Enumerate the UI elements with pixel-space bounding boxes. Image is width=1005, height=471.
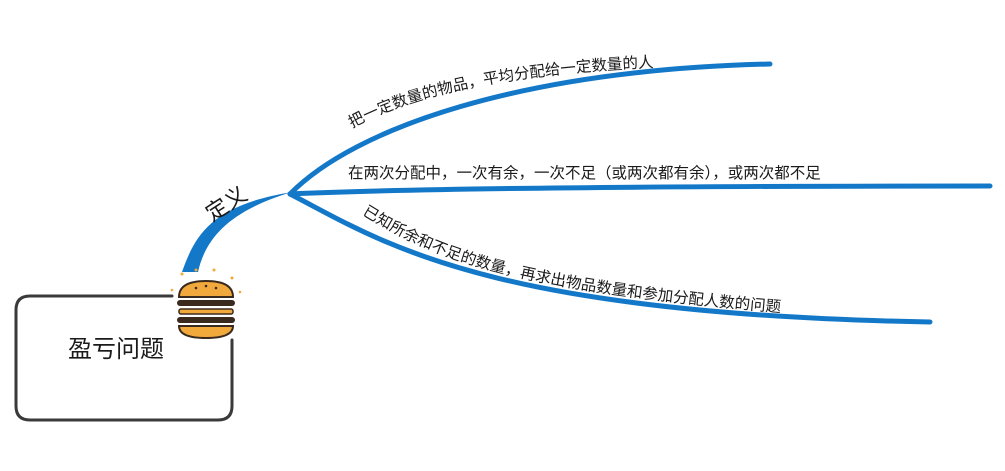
hamburger-icon [170, 268, 242, 340]
branch-to-leaf-3 [287, 191, 933, 325]
leaf-1-label: 把一定数量的物品，平均分配给一定数量的人 [346, 53, 654, 131]
leaf-2-label: 在两次分配中，一次有余，一次不足（或两次都有余），或两次都不足 [348, 163, 821, 182]
leaf-1-text: 把一定数量的物品，平均分配给一定数量的人 [346, 53, 654, 131]
branch-to-leaf-1 [287, 61, 773, 197]
sparkle-icon [170, 268, 242, 294]
branch-to-leaf-2 [287, 183, 993, 197]
root-node-box[interactable] [14, 294, 234, 422]
leaf-3-text: 已知所余和不足的数量，再求出物品数量和参加分配人数的问题 [360, 202, 782, 316]
branch-root-to-definition [182, 192, 292, 272]
root-node-label: 盈亏问题 [68, 335, 164, 363]
leaf-3-label: 已知所余和不足的数量，再求出物品数量和参加分配人数的问题 [360, 202, 782, 316]
